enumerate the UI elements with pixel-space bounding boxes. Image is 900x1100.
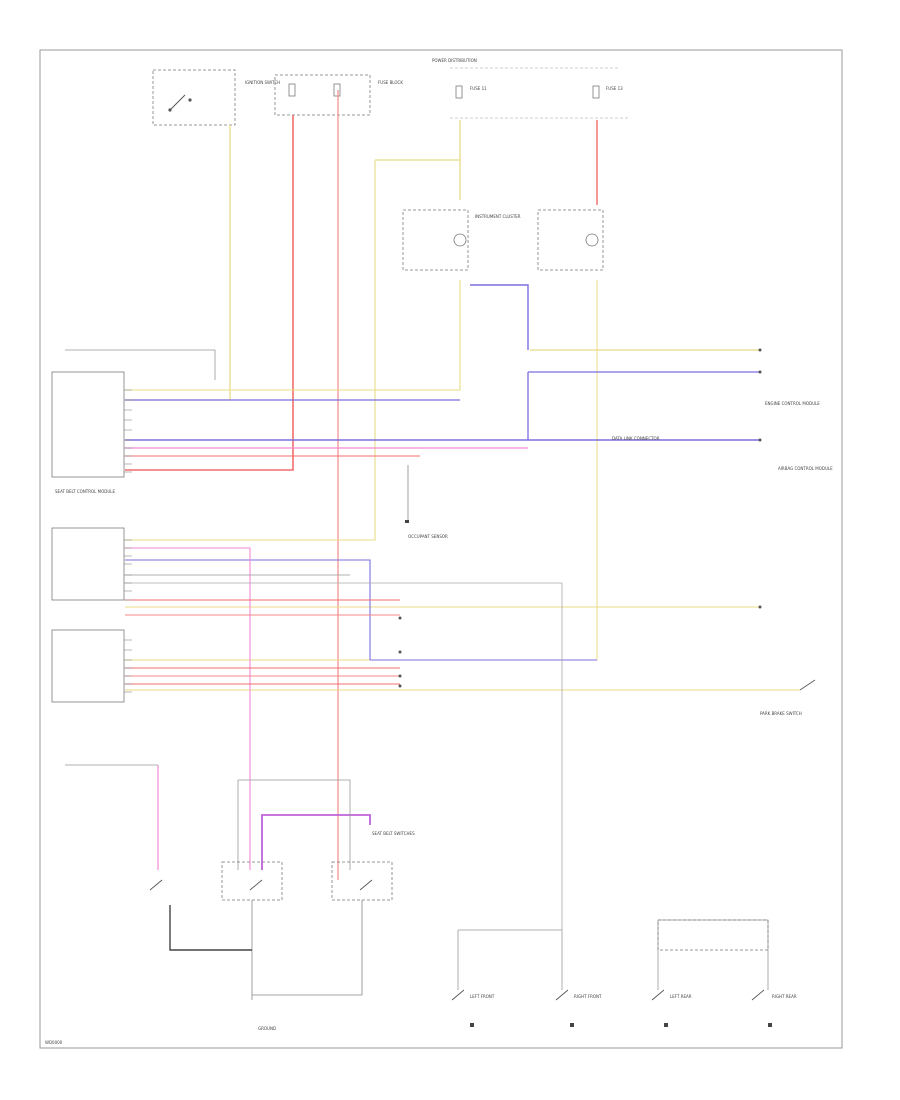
ignition-switch-label: IGNITION SWITCH	[245, 80, 280, 85]
fuse-block: FUSE BLOCK	[274, 74, 403, 116]
wire-blue-6	[125, 559, 371, 660]
park-brake-label: PARK BRAKE SWITCH	[760, 711, 802, 716]
power-distribution: FUSE 11 FUSE 13 POWER DISTRIBUTION	[432, 58, 630, 119]
wire-gray-7	[458, 929, 563, 990]
left-front-label: LEFT FRONT	[470, 994, 495, 999]
instrument-cluster: INSTRUMENT CLUSTER	[402, 209, 604, 271]
engine-control-label: ENGINE CONTROL MODULE	[765, 401, 820, 406]
wire-yellow-1	[125, 125, 231, 401]
wire-pink-2	[125, 547, 251, 870]
seat-belt-control-module: SEAT BELT CONTROL MODULE	[51, 371, 125, 703]
instrument-cluster-label: INSTRUMENT CLUSTER	[475, 214, 521, 219]
rear-switches: LEFT FRONT RIGHT FRONT LEFT REAR RIGHT R…	[451, 919, 797, 1027]
fuse-block-label: FUSE BLOCK	[378, 80, 403, 85]
front-switches: SEAT BELT SWITCHES	[149, 831, 415, 901]
wire-gray-9	[658, 919, 769, 990]
seat-belt-module-label: SEAT BELT CONTROL MODULE	[55, 489, 116, 494]
diagram-code: WD0000	[45, 1040, 63, 1045]
data-link-label: DATA LINK CONNECTOR	[612, 436, 660, 441]
seat-belt-switches-label: SEAT BELT SWITCHES	[372, 831, 415, 836]
ground-symbols: GROUND	[258, 520, 409, 1031]
right-rear-label: RIGHT REAR	[772, 994, 797, 999]
wire-gray-2	[125, 582, 563, 930]
airbag-module-label: AIRBAG CONTROL MODULE	[778, 466, 833, 471]
wire-yellow-4	[125, 160, 376, 541]
connector-pins	[124, 389, 132, 693]
ignition-switch: IGNITION SWITCH	[152, 69, 280, 126]
wire-yellow-5	[125, 280, 461, 391]
right-front-label: RIGHT FRONT	[574, 994, 602, 999]
diagram-frame	[39, 49, 843, 1049]
ground-label: GROUND	[258, 1026, 276, 1031]
fuse-13-label: FUSE 13	[606, 86, 623, 91]
wire-blue-1	[470, 284, 529, 350]
fuse-11-label: FUSE 11	[470, 86, 487, 91]
right-connectors: ENGINE CONTROL MODULE AIRBAG CONTROL MOD…	[398, 348, 833, 716]
wire-gray-3	[238, 779, 351, 870]
wire-pink-4	[261, 814, 371, 870]
left-rear-label: LEFT REAR	[670, 994, 692, 999]
wire-gray-12	[65, 349, 216, 380]
wire-black-1	[169, 905, 252, 951]
wire-red-1	[125, 115, 294, 471]
wire-gray-6	[252, 900, 363, 996]
power-distribution-label: POWER DISTRIBUTION	[432, 58, 477, 63]
occupant-sensor-label: OCCUPANT SENSOR	[408, 534, 448, 539]
